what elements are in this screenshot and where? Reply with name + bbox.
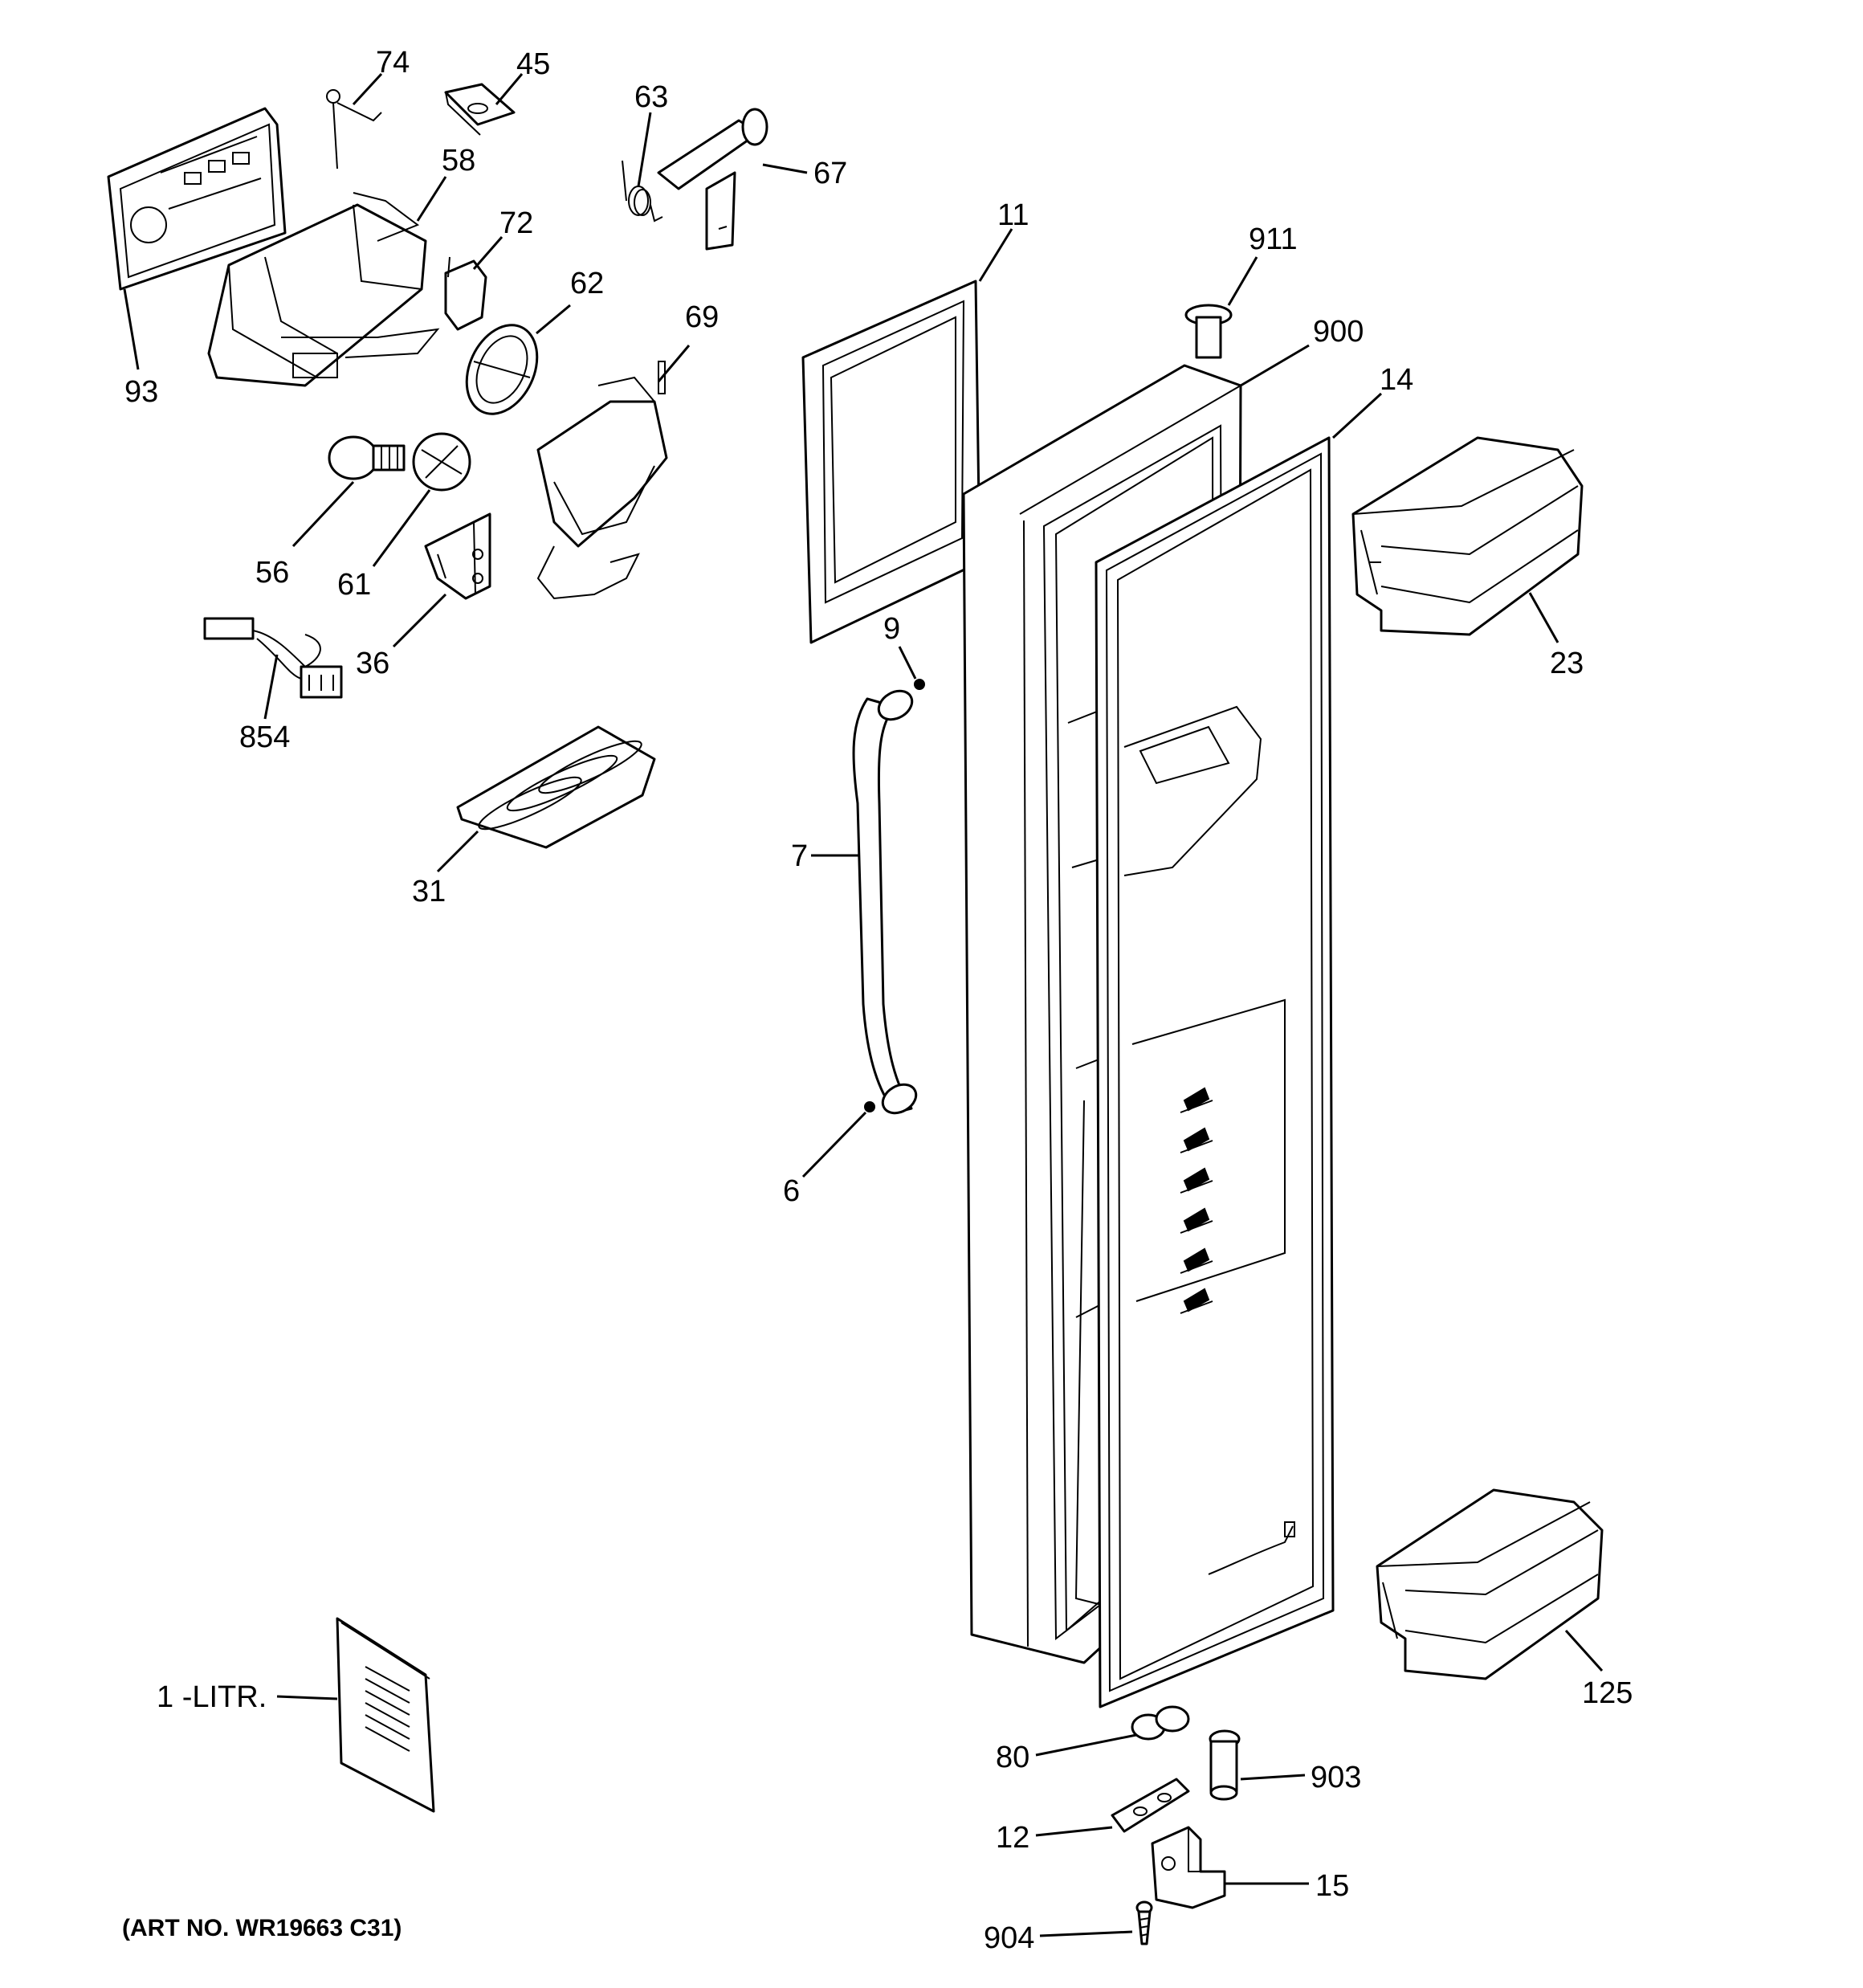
label-900: 900 — [1313, 315, 1364, 349]
leader-62 — [536, 304, 571, 335]
leader-80 — [1035, 1733, 1137, 1757]
label-93: 93 — [124, 375, 158, 409]
label-11: 11 — [997, 198, 1029, 232]
label-72: 72 — [499, 206, 533, 240]
label-904: 904 — [984, 1921, 1034, 1955]
part-9-screw — [914, 679, 925, 690]
part-854-harness — [203, 617, 343, 699]
part-45-bracket — [444, 83, 516, 136]
part-69-chute — [536, 361, 668, 600]
part-904-screw — [1135, 1900, 1153, 1945]
label-74: 74 — [376, 46, 410, 80]
label-62: 62 — [570, 267, 604, 300]
leader-61 — [372, 489, 431, 567]
label-58: 58 — [442, 144, 475, 178]
leader-23 — [1528, 592, 1559, 643]
leader-6 — [801, 1111, 867, 1178]
leader-36 — [392, 593, 447, 648]
part-80-plug — [1131, 1705, 1190, 1741]
leader-72 — [472, 236, 503, 270]
leader-1-litr — [276, 1695, 338, 1700]
leader-74 — [352, 72, 383, 106]
leader-903 — [1240, 1774, 1306, 1781]
label-1-litr: 1 -LITR. — [157, 1680, 267, 1714]
part-14-gasket — [1095, 436, 1335, 1708]
part-93-control-panel — [107, 107, 287, 291]
label-14: 14 — [1380, 363, 1413, 397]
leader-904 — [1039, 1930, 1133, 1937]
leader-67 — [762, 163, 808, 174]
label-80: 80 — [996, 1741, 1029, 1774]
leader-900 — [1240, 344, 1310, 387]
label-911: 911 — [1249, 222, 1298, 256]
leader-9 — [898, 646, 917, 680]
label-63: 63 — [634, 80, 668, 114]
part-125-door-bin — [1376, 1488, 1604, 1680]
label-7: 7 — [791, 839, 808, 873]
leader-12 — [1035, 1826, 1113, 1837]
label-45: 45 — [516, 47, 550, 81]
label-125: 125 — [1582, 1676, 1633, 1710]
part-911-bushing — [1184, 304, 1233, 359]
leader-854 — [263, 654, 279, 720]
label-36: 36 — [356, 647, 389, 680]
part-62-gear — [465, 324, 539, 415]
leader-69 — [657, 345, 691, 382]
leader-93 — [123, 288, 140, 370]
leader-63 — [637, 112, 652, 187]
part-12-hinge — [1111, 1778, 1190, 1833]
leader-31 — [436, 830, 479, 873]
label-23: 23 — [1550, 647, 1584, 680]
part-36-bracket — [424, 512, 491, 600]
part-15-hinge — [1151, 1826, 1226, 1909]
part-31-drip-tray — [456, 725, 656, 849]
label-69: 69 — [685, 300, 719, 334]
shelf-clips — [1180, 1087, 1213, 1314]
part-11-frame — [801, 280, 981, 644]
label-903: 903 — [1311, 1761, 1361, 1794]
leader-125 — [1564, 1629, 1604, 1672]
part-61-socket — [412, 432, 471, 492]
leader-45 — [495, 73, 524, 105]
callout-labels: 74 45 63 67 58 72 62 69 93 56 61 36 854 … — [124, 46, 1633, 1955]
leader-14 — [1331, 392, 1383, 439]
part-23-door-bin — [1351, 436, 1584, 636]
part-56-bulb — [328, 435, 406, 480]
leader-911 — [1227, 256, 1258, 306]
label-67: 67 — [813, 157, 847, 190]
part-74-spring — [326, 89, 382, 169]
label-61: 61 — [337, 568, 371, 602]
label-12: 12 — [996, 1821, 1029, 1855]
part-6-screw — [864, 1101, 875, 1112]
label-15: 15 — [1315, 1869, 1349, 1903]
label-6: 6 — [783, 1174, 800, 1208]
label-31: 31 — [412, 875, 446, 908]
label-9: 9 — [883, 612, 900, 646]
label-854: 854 — [239, 720, 290, 754]
part-72-switch — [444, 256, 487, 331]
part-1-litr-literature — [336, 1617, 435, 1813]
part-67-shaft — [657, 108, 768, 251]
leader-56 — [291, 480, 355, 548]
leader-11 — [978, 228, 1013, 282]
art-number: (ART NO. WR19663 C31) — [122, 1915, 402, 1941]
part-58-housing — [207, 192, 440, 387]
part-7-handle — [852, 689, 918, 1115]
part-63-spring — [622, 160, 663, 222]
leader-58 — [416, 176, 447, 222]
label-56: 56 — [255, 556, 289, 590]
part-903-bushing — [1209, 1729, 1241, 1801]
